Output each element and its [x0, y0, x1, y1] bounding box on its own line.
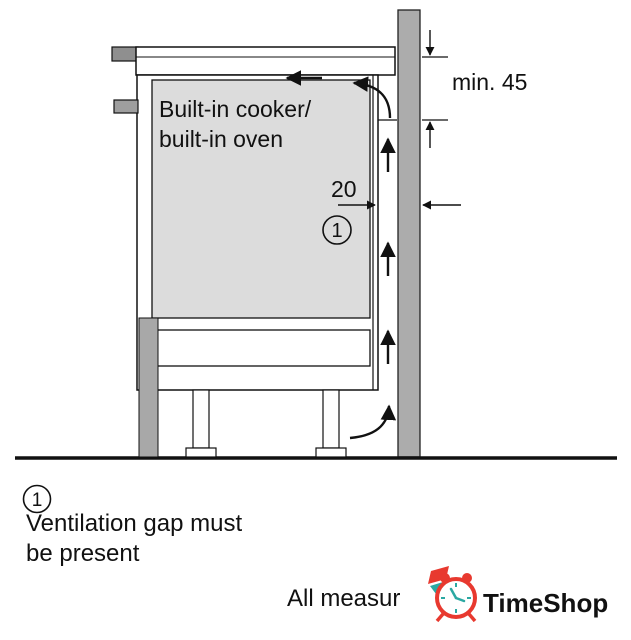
legend-text-line2: be present [26, 540, 140, 567]
legend-callout-number: 1 [32, 490, 43, 511]
legend-text-line1: Ventilation gap must [26, 510, 242, 537]
oven-body [151, 79, 371, 319]
alarm-clock-icon [428, 566, 477, 623]
brand-name: TimeShop [483, 588, 608, 618]
leg-left-foot [185, 447, 217, 458]
cabinet-legs [185, 389, 347, 458]
callout-circle [322, 215, 352, 245]
side-panel [138, 317, 159, 458]
clock-hands [449, 587, 466, 603]
clock-foot-left [435, 612, 445, 623]
worktop-slab [135, 46, 396, 76]
callout-number: 1 [331, 220, 342, 242]
cooker-label-line2: built-in oven [159, 126, 283, 152]
leg-right [322, 389, 340, 449]
leg-right-foot [315, 447, 347, 458]
dimension-min45-label: min. 45 [452, 69, 527, 95]
cooker-label: Built-in cooker/ built-in oven [159, 96, 312, 152]
cooker-label-line1: Built-in cooker/ [159, 96, 312, 122]
oven-handle [113, 99, 139, 114]
callout-1-diagram: 1 [322, 215, 352, 245]
drawer-front [151, 329, 371, 367]
airflow-arrows [285, 70, 397, 440]
timeshop-watermark: TimeShop [428, 566, 608, 623]
legend-callout-circle [22, 484, 52, 514]
clock-ticks [441, 583, 471, 613]
airflow-arrow-bottom-curve [349, 404, 397, 440]
dimension-min45: min. 45 [422, 30, 527, 148]
airflow-arrow-top-curve [352, 76, 392, 119]
dimension-gap20-label: 20 [331, 176, 357, 202]
measurements-note: All measur [287, 585, 400, 612]
leg-left [192, 389, 210, 449]
legend: 1 Ventilation gap must be present [22, 484, 242, 567]
worktop [111, 46, 396, 76]
clock-foot-right [467, 612, 477, 623]
worktop-edge-block [111, 46, 139, 62]
dimension-gap20: 20 [331, 176, 461, 210]
wall-panel [397, 9, 421, 458]
